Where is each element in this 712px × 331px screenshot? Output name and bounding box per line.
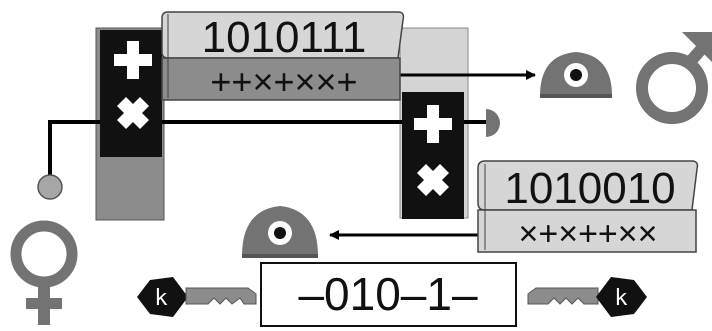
- lower-receiver-icon: [242, 206, 318, 258]
- left-key-tag: k: [154, 286, 167, 311]
- upper-scroll-bits: 1010111: [202, 13, 367, 62]
- lower-scroll: [477, 160, 699, 253]
- half-circle-transmitter: [486, 109, 500, 137]
- shared-key-box: [260, 262, 517, 327]
- right-key-tag: k: [614, 286, 627, 311]
- sender-node-dot: [37, 174, 63, 200]
- connection-lines: [48, 120, 488, 177]
- upper-scroll-bases: ++×+××+: [210, 61, 357, 102]
- right-basis-box: [402, 92, 464, 219]
- male-symbol-icon: [636, 32, 712, 124]
- lower-scroll-bases: ×+×++××: [519, 215, 658, 253]
- left-key-icon: [137, 277, 257, 317]
- left-basis-box: [100, 30, 162, 157]
- female-symbol-icon: [10, 220, 78, 325]
- lower-scroll-bits: 1010010: [504, 164, 675, 213]
- upper-receiver-icon: [540, 52, 612, 98]
- upper-scroll: [161, 11, 405, 101]
- shared-key-value: –010–1–: [298, 268, 477, 320]
- right-key-icon: [527, 277, 647, 317]
